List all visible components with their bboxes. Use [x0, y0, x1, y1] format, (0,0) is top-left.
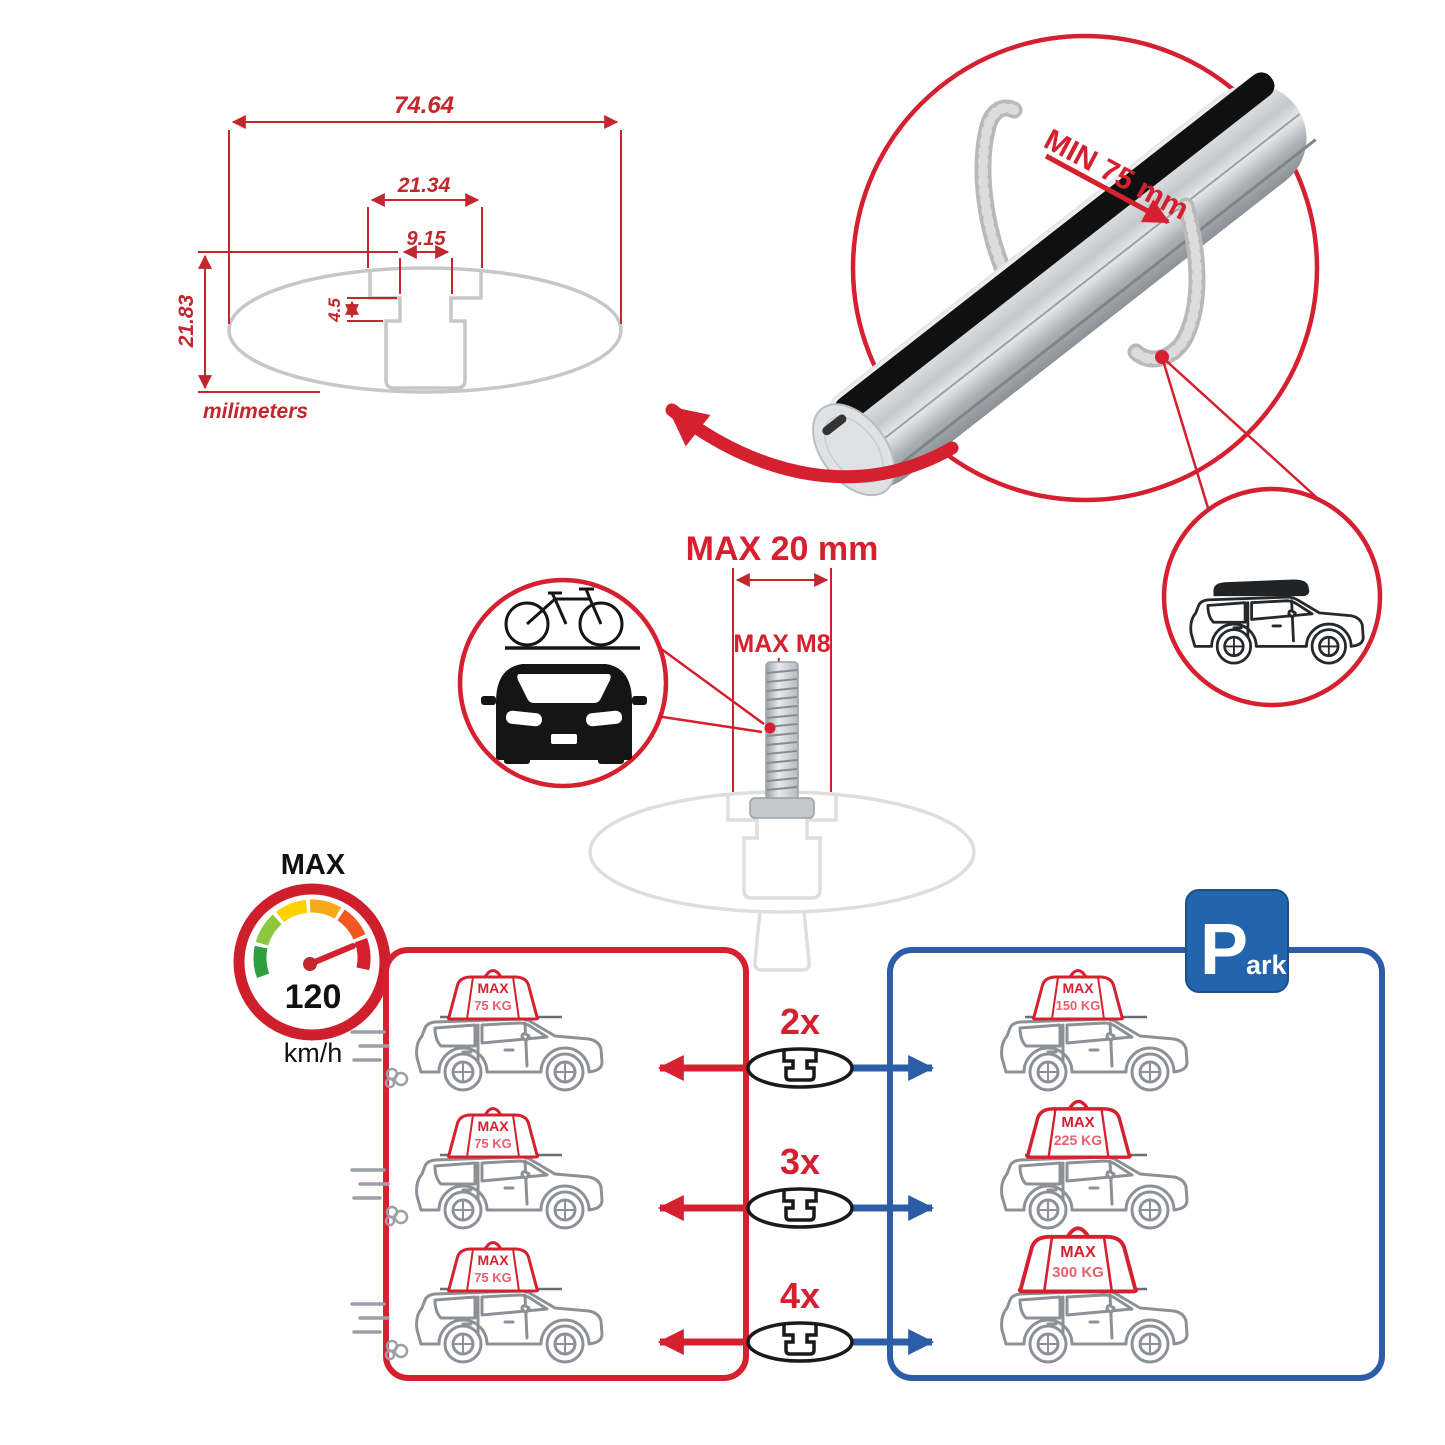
park-sign-letter-text: P: [1200, 910, 1248, 990]
crossbar-icon-4x: [746, 1321, 854, 1363]
bolt-diagram: MAX 20 mm MAX M8: [457, 530, 976, 972]
multiplier-label-4x: 4x: [780, 1275, 820, 1316]
bar-closeup: MIN 75 mm: [665, 33, 1383, 708]
suv-roofbox-car: [1189, 579, 1365, 665]
bolt-threads: [766, 669, 798, 791]
park-sign: P ark: [1185, 889, 1289, 993]
park-sign-rest-text: ark: [1246, 950, 1288, 980]
cargo-weight-driving-2: 75 KG: [474, 1136, 512, 1151]
dimension-lines: [198, 115, 622, 393]
crossbar-icon-2x: [746, 1047, 854, 1089]
dim-channel-width-text: 21.34: [397, 174, 451, 197]
crossbar-icon-3x: [746, 1187, 854, 1229]
unit-label-text: milimeters: [203, 400, 308, 423]
suv-roofbox-circle: [1161, 486, 1383, 708]
cargo-weight-driving-1: 75 KG: [474, 998, 512, 1013]
bolt-leader-dot: [764, 722, 776, 734]
gauge-arc: [253, 899, 371, 979]
cargo-weight-parked-3: 300 KG: [1052, 1264, 1104, 1281]
leader-line-left: [1160, 356, 1210, 509]
cargo-weight-driving-3: 75 KG: [474, 1270, 512, 1285]
cargo-weight-parked-2: 225 KG: [1054, 1132, 1102, 1148]
bike-car-circle: [457, 577, 669, 789]
leader-line-right: [1161, 356, 1327, 507]
roof-box: [1213, 579, 1310, 597]
multiplier-row-2: 3x: [657, 1141, 935, 1229]
bolt-length-text: MAX 20 mm: [686, 530, 879, 568]
driving-panel: MAX 75 KG MAX 75 KG MAX 75 KG: [350, 947, 749, 1381]
multiplier-row-3: 4x: [657, 1275, 935, 1363]
gauge-value-text: 120: [285, 978, 342, 1016]
dim-lip-depth-text: 4.5: [325, 298, 344, 323]
cargo-max-driving-2: MAX: [477, 1118, 509, 1134]
min-clamp-arrow: [1044, 153, 1170, 225]
bike-icon: [504, 587, 640, 650]
dim-height-text: 21.83: [175, 294, 198, 348]
cross-section-diagram: 74.64 21.34 9.15 4.5 21.83 milimeters: [175, 92, 623, 423]
gauge-unit-text: km/h: [284, 1038, 343, 1068]
cargo-max-parked-1: MAX: [1062, 980, 1094, 996]
clamp-hook-front: [1127, 197, 1206, 368]
dim-width-total-text: 74.64: [394, 92, 454, 119]
dim-slot-width-text: 9.15: [407, 228, 447, 250]
multiplier-row-1: 2x: [657, 1001, 935, 1089]
speed-gauge: MAX 120 km/h: [233, 849, 391, 1068]
crossbar-profile-outline: [227, 266, 623, 394]
cargo-weight-parked-1: 150 KG: [1056, 998, 1101, 1013]
gauge-needle: [307, 943, 356, 967]
bolt: [749, 661, 815, 819]
bike-leader-line-1: [659, 646, 765, 726]
motion-lines-1: [350, 1030, 390, 1062]
multiplier-column: 2x 3x 4x: [657, 1001, 935, 1363]
gauge-title-text: MAX: [281, 849, 346, 881]
bike-leader-line-2: [655, 714, 763, 734]
cargo-max-parked-3: MAX: [1060, 1244, 1096, 1261]
bolt-thread-text: MAX M8: [733, 630, 830, 658]
multiplier-label-2x: 2x: [780, 1001, 820, 1042]
motion-lines-3: [350, 1302, 390, 1334]
cargo-max-driving-3: MAX: [477, 1252, 509, 1268]
bolt-head: [749, 797, 815, 819]
clamp-hook-rear: [974, 99, 1023, 295]
crossbar-render: [812, 72, 1317, 497]
cargo-max-parked-2: MAX: [1061, 1114, 1094, 1131]
gauge-needle-hub: [303, 957, 317, 971]
motion-lines-2: [350, 1168, 390, 1200]
cargo-max-driving-1: MAX: [477, 980, 509, 996]
parked-panel: MAX 150 KG MAX 225 KG MAX 300 KG P ark: [887, 889, 1385, 1381]
swoosh-arrow: [665, 403, 959, 484]
multiplier-label-3x: 3x: [780, 1141, 820, 1182]
car-front-icon: [481, 664, 647, 764]
